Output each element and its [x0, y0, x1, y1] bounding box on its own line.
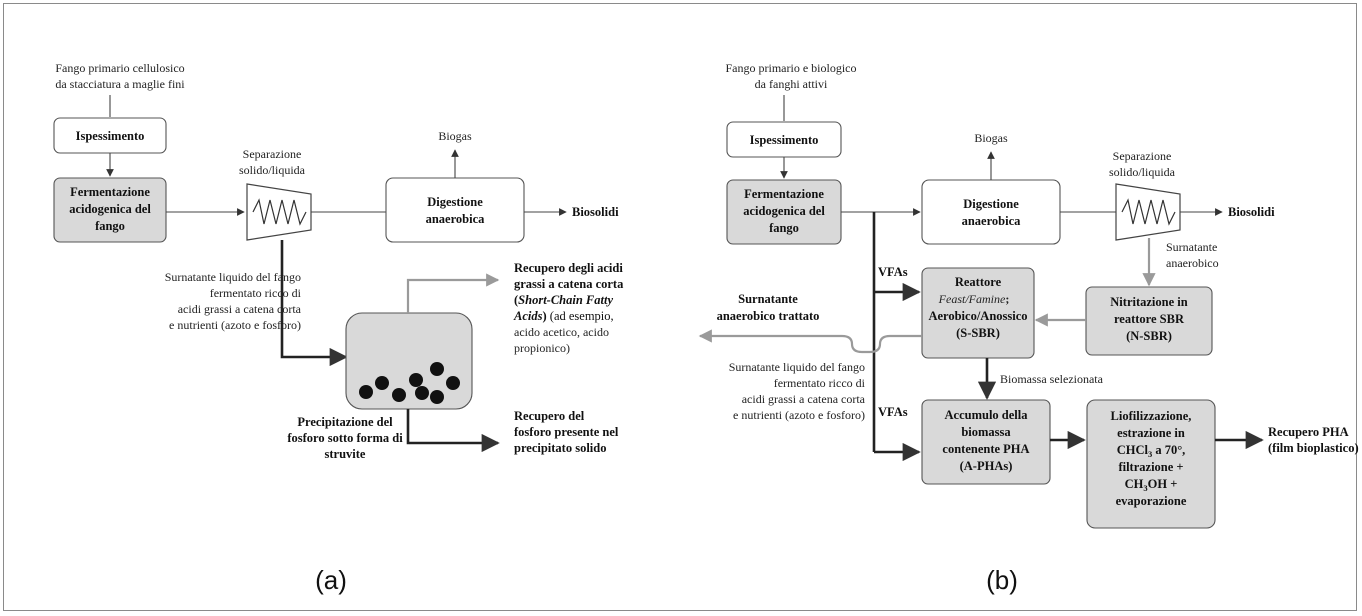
b-nitritation-l3: (N-SBR) — [1126, 329, 1172, 343]
a-fermentation-l2: acidogenica del — [69, 202, 151, 216]
a-scfa-rest0: (ad esempio, — [550, 309, 614, 323]
b-digestion-l2: anaerobica — [962, 214, 1022, 228]
b-lyo-l5: CH3OH + — [1125, 477, 1178, 493]
a-scfa-italic2: Acids — [513, 309, 543, 323]
a-phosphorus-l3: precipitato solido — [514, 441, 606, 455]
a-fermentation-box — [53, 177, 167, 243]
b-accum-l1: Accumulo della — [945, 408, 1029, 422]
a-digestion-l2: anaerobica — [426, 212, 486, 226]
b-reactor-title: Reattore — [955, 275, 1002, 289]
b-reactor-italic: Feast/Famine; — [938, 292, 1010, 306]
b-vfas-bottom: VFAs — [878, 405, 908, 419]
a-scfa-l4: Acids) (ad esempio, — [513, 309, 614, 323]
b-lyophilization-box — [1086, 399, 1216, 529]
a-biogas-label: Biogas — [438, 129, 472, 143]
b-supernatant-l2: fermentato ricco di — [774, 376, 866, 390]
b-fermentation-l1: Fermentazione — [744, 187, 824, 201]
b-accumulation-box — [921, 399, 1051, 485]
a-fermentation-l1: Fermentazione — [70, 185, 150, 199]
a-scfa-l1: Recupero degli acidi — [514, 261, 623, 275]
a-caption: (a) — [315, 565, 347, 595]
a-input-line1: Fango primario cellulosico — [55, 61, 184, 75]
a-supernatant-l3: acidi grassi a catena corta — [178, 302, 302, 316]
b-recovery-l1: Recupero PHA — [1268, 425, 1349, 439]
b-digestion-box — [921, 179, 1061, 245]
b-accum-l3: contenente PHA — [942, 442, 1029, 456]
b-lyo-l2: estrazione in — [1117, 426, 1185, 440]
b-reactor-l3: Aerobico/Anossico — [928, 309, 1027, 323]
b-lyo-l6: evaporazione — [1116, 494, 1187, 508]
b-vfas-top: VFAs — [878, 265, 908, 279]
b-treated-l2: anaerobico trattato — [717, 309, 820, 323]
a-digestion-l1: Digestione — [427, 195, 483, 209]
a-arrow-phosphorus — [406, 409, 500, 453]
a-scfa-l3: (Short-Chain Fatty — [514, 293, 613, 307]
a-phosphorus-l2: fosforo presente nel — [514, 425, 619, 439]
b-arrow-treated-supernatant — [698, 329, 922, 354]
a-phosphorus-l1: Recupero del — [514, 409, 585, 423]
a-input-line2: da stacciatura a maglie fini — [55, 77, 185, 91]
a-precip-l1: Precipitazione del — [297, 415, 393, 429]
a-supernatant-l1: Surnatante liquido del fango — [165, 270, 301, 284]
a-scfa-l6: propionico) — [514, 341, 570, 355]
b-recovery-l2: (film bioplastico) — [1268, 441, 1359, 455]
b-input-line2: da fanghi attivi — [755, 77, 828, 91]
a-thickening-label: Ispessimento — [76, 129, 145, 143]
b-separation-l1: Separazione — [1113, 149, 1172, 163]
a-supernatant-l2: fermentato ricco di — [210, 286, 302, 300]
a-separation-l1: Separazione — [243, 147, 302, 161]
b-supernatant-l4: e nutrienti (azoto e fosforo) — [733, 408, 865, 422]
b-thickening-label: Ispessimento — [750, 133, 819, 147]
b-nitritation-l1: Nitritazione in — [1110, 295, 1187, 309]
b-caption: (b) — [986, 565, 1018, 595]
a-precip-l3: struvite — [325, 447, 366, 461]
b-anaer-super-l2: anaerobico — [1166, 256, 1219, 270]
a-biosolids-label: Biosolidi — [572, 205, 619, 219]
a-scfa-l5: acido acetico, acido — [514, 325, 609, 339]
b-input-line1: Fango primario e biologico — [726, 61, 857, 75]
a-scfa-italic: Short-Chain Fatty — [518, 293, 613, 307]
b-fermentation-l2: acidogenica del — [743, 204, 825, 218]
a-scfa-l2: grassi a catena corta — [514, 277, 624, 291]
b-selected-biomass-label: Biomassa selezionata — [1000, 372, 1104, 386]
b-lyo-l1: Liofilizzazione, — [1111, 409, 1192, 423]
b-separation-l2: solido/liquida — [1109, 165, 1176, 179]
b-supernatant-l3: acidi grassi a catena corta — [742, 392, 866, 406]
panel-b: Fango primario e biologico da fanghi att… — [698, 61, 1359, 595]
b-nitritation-l2: reattore SBR — [1114, 312, 1185, 326]
a-fermentation-l3: fango — [95, 219, 125, 233]
b-biosolids-label: Biosolidi — [1228, 205, 1275, 219]
a-supernatant-l4: e nutrienti (azoto e fosforo) — [169, 318, 301, 332]
b-reactor-l4: (S-SBR) — [956, 326, 1000, 340]
a-separation-l2: solido/liquida — [239, 163, 306, 177]
b-lyo-l4: filtrazione + — [1118, 460, 1183, 474]
b-lyo-l3: CHCl3 a 70°, — [1117, 443, 1186, 459]
a-precip-l2: fosforo sotto forma di — [287, 431, 403, 445]
a-arrow-sep-precip — [280, 240, 348, 367]
b-separator-icon — [1115, 183, 1181, 241]
b-treated-l1: Surnatante — [738, 292, 798, 306]
a-separator-icon — [246, 183, 312, 241]
b-accum-l4: (A-PHAs) — [960, 459, 1013, 473]
b-supernatant-l1: Surnatante liquido del fango — [729, 360, 865, 374]
panel-a: Fango primario cellulosico da stacciatur… — [53, 61, 624, 595]
struvite-particles-icon — [359, 362, 460, 404]
b-biogas-label: Biogas — [974, 131, 1008, 145]
b-accum-l2: biomassa — [961, 425, 1011, 439]
b-anaer-super-l1: Surnatante — [1166, 240, 1217, 254]
b-fermentation-l3: fango — [769, 221, 799, 235]
a-digestion-box — [385, 177, 525, 243]
b-digestion-l1: Digestione — [963, 197, 1019, 211]
a-arrow-scfa — [406, 273, 500, 313]
b-reactor-box — [921, 267, 1035, 359]
